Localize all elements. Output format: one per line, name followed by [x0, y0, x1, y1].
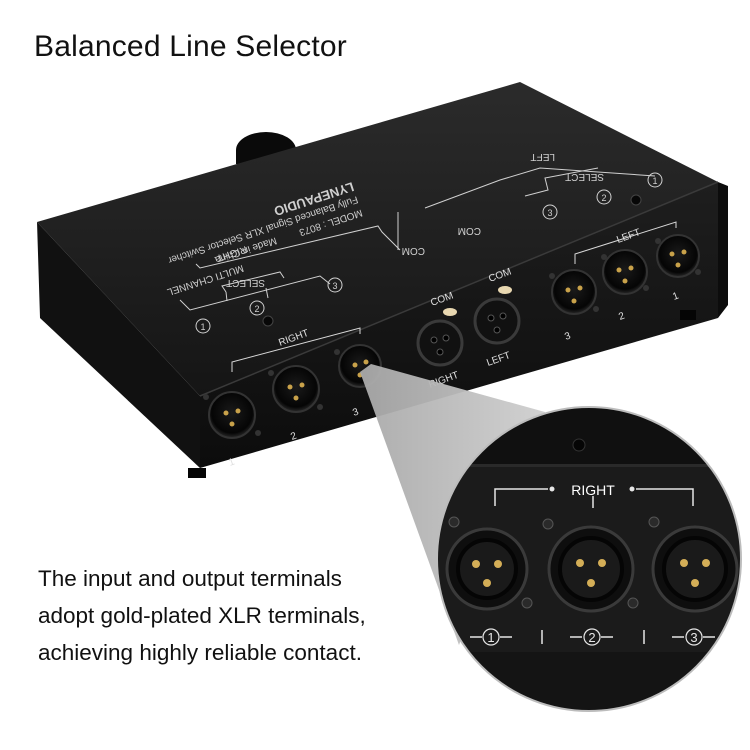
top-right-number-badges: 1 2 3 [195, 277, 343, 334]
svg-text:3: 3 [547, 208, 552, 218]
top-left-select-diagram [397, 167, 656, 250]
top-left-label: LEFT [531, 151, 555, 162]
front-left-port-numbers: 3 2 1 [563, 290, 680, 342]
svg-text:3: 3 [690, 630, 697, 645]
xlr-right-2[interactable] [268, 365, 323, 413]
svg-text:1: 1 [227, 456, 236, 468]
zoom-xlr-1 [445, 527, 529, 611]
device-front-panel [200, 182, 718, 468]
xlr-left-2[interactable] [601, 249, 649, 295]
svg-text:3: 3 [351, 406, 360, 418]
svg-text:3: 3 [563, 330, 572, 342]
svg-text:1: 1 [487, 630, 494, 645]
zoom-xlr-2 [547, 525, 635, 613]
front-right-port-numbers: 1 2 3 [227, 406, 360, 468]
device-side-panel [37, 222, 200, 468]
top-left-number-badges: 3 2 1 [542, 172, 663, 220]
xlr-com-right-female[interactable] [416, 319, 464, 367]
svg-text:1: 1 [200, 322, 205, 332]
svg-text:2: 2 [254, 304, 259, 314]
zoom-detail: RIGHT [436, 406, 742, 712]
zoom-port-numbers: 1 2 3 [470, 628, 715, 646]
selector-device: LYNEPAUDIO Fully Balanced Signal XLR Sel… [37, 82, 728, 478]
svg-text:1: 1 [671, 290, 680, 302]
caption-line: achieving highly reliable contact. [38, 640, 362, 665]
xlr-left-3[interactable] [549, 269, 599, 315]
caption-line: The input and output terminals [38, 566, 342, 591]
svg-text:2: 2 [601, 193, 606, 203]
top-select-label-left: SELECT [565, 171, 604, 182]
xlr-com-left-female[interactable] [473, 297, 521, 345]
svg-text:3: 3 [332, 281, 337, 291]
top-com-label-left: COM [458, 225, 481, 236]
svg-text:1: 1 [652, 176, 657, 186]
top-right-select-diagram [179, 225, 401, 311]
top-com-label-right: COM [402, 245, 425, 256]
xlr-right-1[interactable] [203, 391, 261, 439]
zoom-right-label: RIGHT [571, 482, 615, 498]
svg-text:2: 2 [617, 310, 626, 322]
device-top-panel [37, 82, 718, 396]
page-title: Balanced Line Selector [34, 30, 347, 63]
svg-text:2: 2 [588, 630, 595, 645]
caption-line: adopt gold-plated XLR terminals, [38, 603, 366, 628]
com-right-release-tab [443, 308, 457, 316]
zoom-xlr-3 [651, 525, 739, 613]
com-left-release-tab [498, 286, 512, 294]
top-select-label-right: SELECT [226, 277, 265, 288]
svg-text:2: 2 [289, 430, 298, 442]
feature-caption: The input and output terminals adopt gol… [38, 560, 366, 671]
xlr-left-1[interactable] [655, 234, 701, 278]
